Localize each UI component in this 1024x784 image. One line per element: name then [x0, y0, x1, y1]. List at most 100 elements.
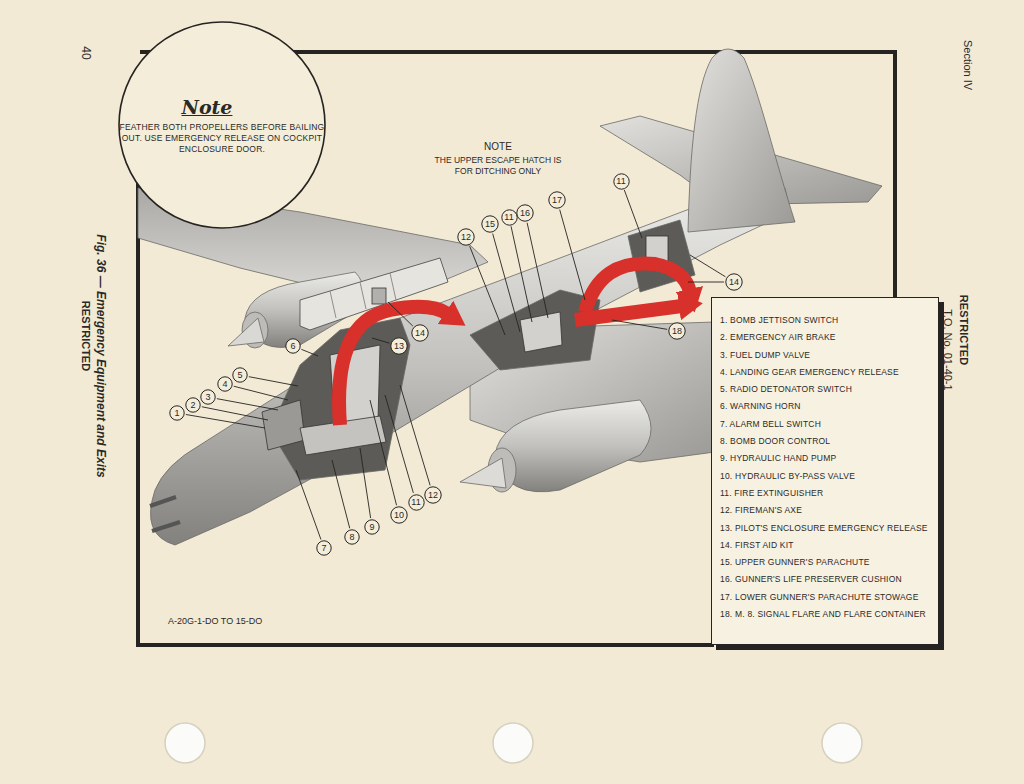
- leader-line: [385, 395, 413, 493]
- key-entry: 14. FIRST AID KIT: [720, 537, 794, 554]
- callout-circle-outline: [233, 368, 247, 382]
- callout-circle: 17: [548, 191, 566, 209]
- escape-arrow: [575, 306, 682, 320]
- callout-circle: 11: [408, 494, 425, 511]
- callout-circle-outline: [425, 487, 441, 503]
- escape-arrow: [339, 307, 448, 425]
- callout-circle-outline: [170, 406, 184, 420]
- note-heading: Note: [182, 96, 233, 118]
- callout-number: 14: [415, 328, 425, 338]
- callout-circle: 6: [285, 338, 301, 354]
- callout-circle: 18: [668, 322, 686, 340]
- key-entry: 6. WARNING HORN: [720, 398, 801, 415]
- callout-number: 3: [205, 392, 210, 402]
- callout-number: 14: [729, 277, 739, 287]
- callout-circle: 2: [185, 397, 201, 413]
- leader-line: [249, 377, 298, 386]
- nose-gun: [150, 497, 176, 506]
- punch-hole: [493, 723, 533, 763]
- leader-line: [400, 385, 430, 485]
- callout-circle: 15: [481, 215, 499, 233]
- leader-line: [690, 255, 725, 277]
- callout-circle-outline: [726, 274, 742, 290]
- instrument-panel: [262, 400, 305, 450]
- callout-circle: 1: [169, 405, 185, 421]
- key-entry: 11. FIRE EXTINGUISHER: [720, 485, 823, 502]
- key-entry: 15. UPPER GUNNER'S PARACHUTE: [720, 554, 870, 571]
- callout-circle-outline: [482, 216, 498, 232]
- leader-line: [202, 407, 268, 420]
- leader-line: [360, 448, 371, 518]
- callout-number: 13: [394, 341, 404, 351]
- callout-number: 12: [461, 232, 471, 242]
- left-spinner: [228, 318, 264, 346]
- leader-line: [234, 386, 288, 400]
- leader-line: [372, 338, 389, 343]
- callout-circle-outline: [501, 209, 516, 224]
- key-list-box: 1. BOMB JETTISON SWITCH2. EMERGENCY AIR …: [711, 297, 939, 645]
- callout-circle-outline: [458, 229, 474, 245]
- page-number: 40: [79, 46, 93, 59]
- callout-circle: 14: [411, 324, 429, 342]
- callout-circle: 13: [390, 337, 408, 355]
- model-range: A-20G-1-DO TO 15-DO: [168, 616, 262, 626]
- callout-circle-outline: [613, 173, 628, 188]
- leader-line: [370, 400, 397, 505]
- leader-line: [612, 320, 667, 329]
- callout-number: 4: [222, 379, 227, 389]
- callout-circle: 14: [725, 273, 743, 291]
- callout-circle-outline: [408, 494, 423, 509]
- leader-line: [560, 210, 585, 300]
- callout-circle-outline: [317, 541, 331, 555]
- right-nacelle: [495, 400, 651, 492]
- callout-number: 18: [672, 326, 682, 336]
- callout-circle: 9: [364, 519, 380, 535]
- figure-caption: Fig. 36 — Emergency Equipment and Exits: [94, 234, 108, 477]
- callout-circle: 4: [217, 376, 233, 392]
- key-entry: 3. FUEL DUMP VALVE: [720, 347, 810, 364]
- callout-number: 9: [369, 522, 374, 532]
- leader-line: [186, 415, 265, 428]
- key-entry: 9. HYDRAULIC HAND PUMP: [720, 450, 836, 467]
- key-entry: 7. ALARM BELL SWITCH: [720, 416, 821, 433]
- callout-circle: 12: [424, 486, 442, 504]
- gunner-seat: [520, 312, 562, 352]
- callout-circle: 7: [316, 540, 332, 556]
- callout-circle-outline: [669, 323, 685, 339]
- callout-number: 7: [321, 543, 326, 553]
- key-entry: 16. GUNNER'S LIFE PRESERVER CUSHION: [720, 571, 902, 588]
- key-entry: 4. LANDING GEAR EMERGENCY RELEASE: [720, 364, 899, 381]
- callout-circle: 3: [200, 389, 216, 405]
- first-aid-kit: [372, 288, 386, 304]
- callout-number: 5: [237, 370, 242, 380]
- callout-circle: 5: [232, 367, 248, 383]
- callout-circle: 8: [344, 529, 360, 545]
- note-text: FEATHER BOTH PROPELLERS BEFORE BAILING O…: [119, 122, 325, 155]
- punch-hole: [822, 723, 862, 763]
- callout-number: 10: [394, 510, 404, 520]
- callout-circle-outline: [286, 339, 300, 353]
- gunner-cutaway: [470, 290, 600, 370]
- key-entry: 8. BOMB DOOR CONTROL: [720, 433, 830, 450]
- key-entry: 10. HYDRAULIC BY-PASS VALVE: [720, 468, 855, 485]
- callout-circle-outline: [391, 507, 407, 523]
- callout-number: 6: [290, 341, 295, 351]
- leader-line: [527, 223, 548, 318]
- leader-line: [388, 302, 413, 326]
- key-entry: 2. EMERGENCY AIR BRAKE: [720, 329, 836, 346]
- callout-number: 2: [190, 400, 195, 410]
- callout-number: 11: [411, 497, 420, 507]
- callout-number: 16: [520, 208, 530, 218]
- classification-mark: RESTRICTED: [958, 295, 970, 365]
- key-entry: 13. PILOT'S ENCLOSURE EMERGENCY RELEASE: [720, 520, 928, 537]
- callout-circle: 12: [457, 228, 475, 246]
- key-entry: 12. FIREMAN'S AXE: [720, 502, 802, 519]
- leader-line: [296, 470, 321, 540]
- note-text: THE UPPER ESCAPE HATCH IS FOR DITCHING O…: [430, 155, 566, 177]
- punch-hole: [165, 723, 205, 763]
- leader-line: [511, 226, 532, 322]
- callout-circle-outline: [365, 520, 379, 534]
